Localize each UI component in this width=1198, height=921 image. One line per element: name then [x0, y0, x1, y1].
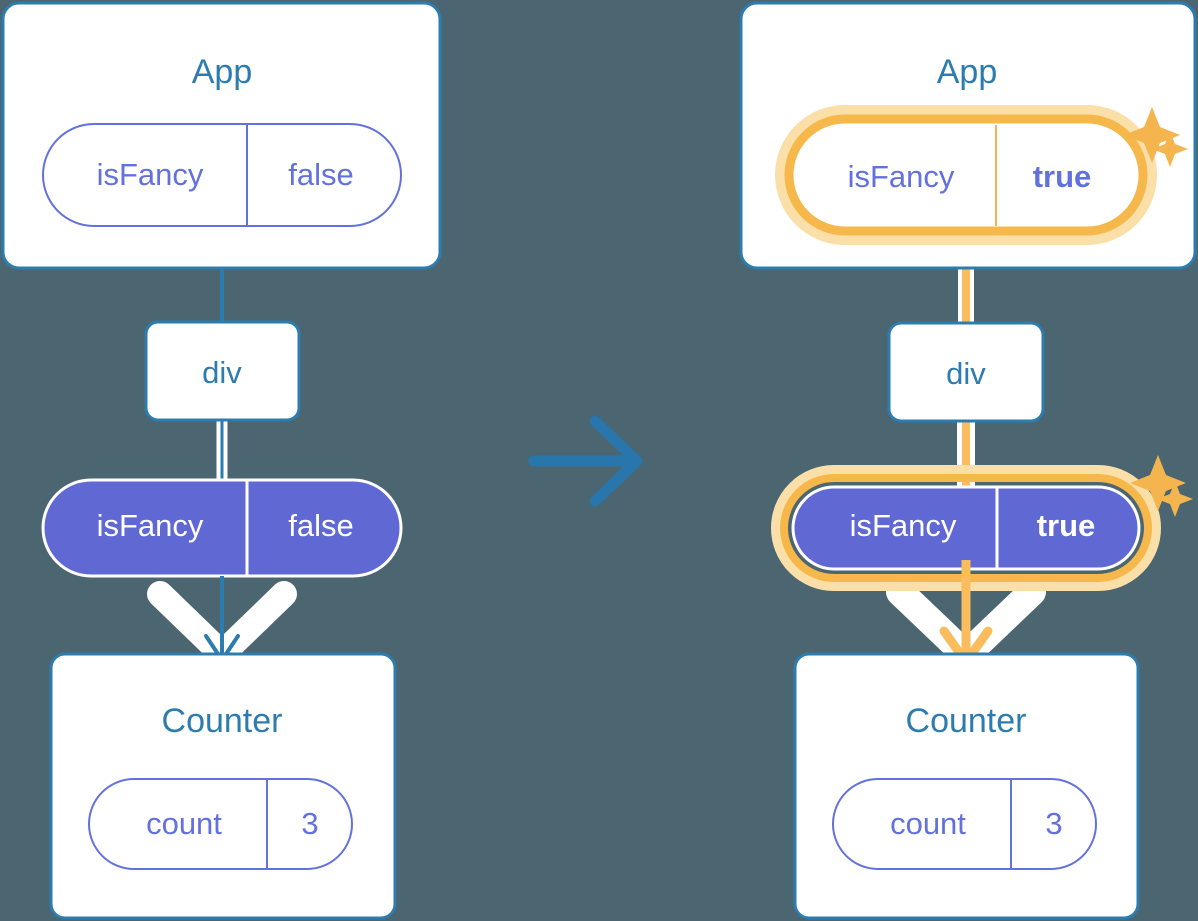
prop-key-before: isFancy [97, 508, 204, 543]
counter-state-pill-before[interactable] [88, 778, 353, 870]
counter-title-after: Counter [906, 702, 1027, 740]
sparkle-icon-prop-small-after [1157, 481, 1193, 517]
app-state-highlight-glow-after [775, 105, 1157, 245]
sparkle-icon-top-small-after [1152, 131, 1188, 167]
app-state-value-before: false [288, 157, 353, 192]
div-node-before [144, 320, 301, 422]
app-card-before [1, 1, 442, 270]
div-label-before: div [202, 355, 242, 390]
app-state-key-before: isFancy [97, 157, 204, 192]
app-state-pill-before[interactable] [42, 123, 402, 227]
sparkle-icon-top-large-after [1124, 107, 1180, 163]
app-state-key-after: isFancy [848, 159, 955, 194]
counter-card-after [793, 652, 1140, 920]
counter-title-before: Counter [162, 702, 283, 740]
app-title-before: App [192, 53, 253, 91]
app-state-highlight-ring-after [784, 114, 1148, 236]
app-state-value-after: true [1033, 159, 1092, 194]
counter-state-pill-after[interactable] [832, 778, 1097, 870]
prop-value-before: false [288, 508, 353, 543]
counter-state-value-before: 3 [301, 806, 318, 841]
counter-state-value-after: 3 [1045, 806, 1062, 841]
right-arrow-icon [528, 415, 643, 507]
counter-state-key-after: count [890, 806, 966, 841]
prop-key-after: isFancy [850, 508, 957, 543]
sparkle-icon-prop-large-after [1130, 455, 1186, 511]
div-node-after [887, 321, 1045, 423]
prop-value-after: true [1037, 508, 1096, 543]
app-title-after: App [937, 53, 998, 91]
counter-card-before [49, 652, 397, 920]
counter-state-key-before: count [146, 806, 222, 841]
div-label-after: div [946, 356, 986, 391]
